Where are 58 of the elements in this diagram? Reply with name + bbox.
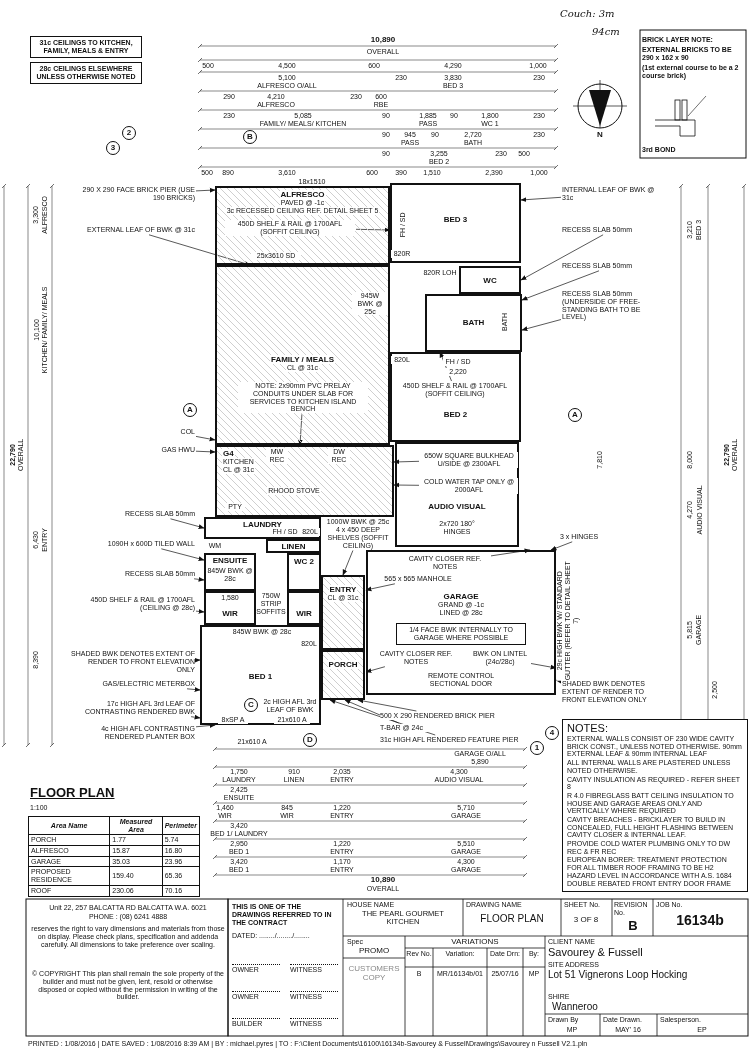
handwritten-note: Couch: 3m [560,8,616,20]
job-number: 16134b [675,913,725,929]
room [287,591,321,625]
section-marker: D [303,733,317,747]
room [215,445,394,517]
table-heading: VARIATIONS [450,938,500,947]
room-name: PORCH [327,660,359,670]
room-name: WIR [221,609,239,619]
section-marker: 3 [106,141,120,155]
room [321,575,365,650]
spec-value: PROMO [357,947,391,956]
sheet-number: 3 OF 8 [572,916,600,925]
section-marker: 4 [545,726,559,740]
room-name: FAMILY / MEALS [269,355,336,365]
revision-value: B [627,919,639,934]
room [395,442,519,547]
room [321,650,365,700]
site-address: Lot 51 Vignerons Loop Hocking [548,969,689,981]
room-name: ENSUITE [211,556,249,566]
room [215,186,390,265]
room-name: ENTRY [328,585,358,595]
room-name: AUDIO VISUAL [427,502,487,512]
room-name: BATH [461,318,486,328]
room [266,539,321,553]
north-label: N [596,131,604,140]
room-name: LINEN [280,542,307,552]
dimension-text: 10,890 [369,876,397,885]
section-marker: 1 [530,741,544,755]
stamp-text: CUSTOMERS COPY [347,965,401,983]
room-name: WIR [295,609,313,619]
notes-heading: NOTES: [567,722,609,735]
room-name: BED 1 [247,672,274,682]
room-name: GARAGE [442,592,480,602]
room [215,265,390,445]
room [287,553,321,591]
room-name: WC [482,276,498,286]
leader-line [194,657,201,663]
drawing-title: FLOOR PLAN [30,786,116,801]
section-marker: B [243,130,257,144]
room-name: BED 2 [442,410,469,420]
handwritten-note: 94cm [592,26,621,38]
shire-name: Wanneroo [552,1001,599,1013]
section-marker: C [244,698,258,712]
dimension-text: 10,890 [369,36,397,45]
room [425,294,522,352]
room-name: BED 3 [442,215,469,225]
section-marker: A [568,408,582,422]
leader-line [195,609,205,614]
room-name: LAUNDRY [242,520,283,530]
room [459,266,521,294]
section-marker: 2 [122,126,136,140]
room-name: G4 [222,449,235,459]
leader-line [555,678,562,684]
section-marker: A [183,403,197,417]
room-name: WC 2 [293,557,315,567]
drawing-name: FLOOR PLAN [479,913,545,925]
client-name: Savourey & Fussell [548,946,644,959]
room-name: ALFRESCO [279,190,326,200]
